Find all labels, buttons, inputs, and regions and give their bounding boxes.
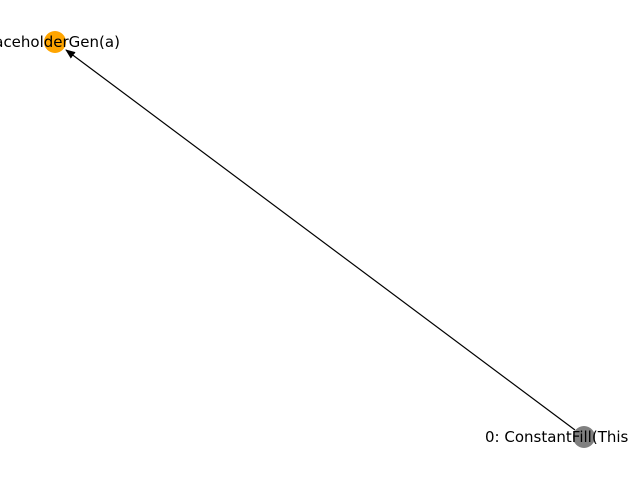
- node-constantfill[interactable]: 0: ConstantFill(This: [485, 426, 629, 448]
- node-placeholdergen-marker[interactable]: [44, 31, 66, 53]
- node-constantfill-label: 0: ConstantFill(This: [485, 428, 629, 446]
- node-placeholdergen-label: laceholderGen(a): [0, 33, 120, 51]
- node-constantfill-marker[interactable]: [573, 426, 595, 448]
- edge-constantfill-to-placeholdergen: [65, 49, 576, 431]
- node-placeholdergen[interactable]: laceholderGen(a): [0, 31, 120, 53]
